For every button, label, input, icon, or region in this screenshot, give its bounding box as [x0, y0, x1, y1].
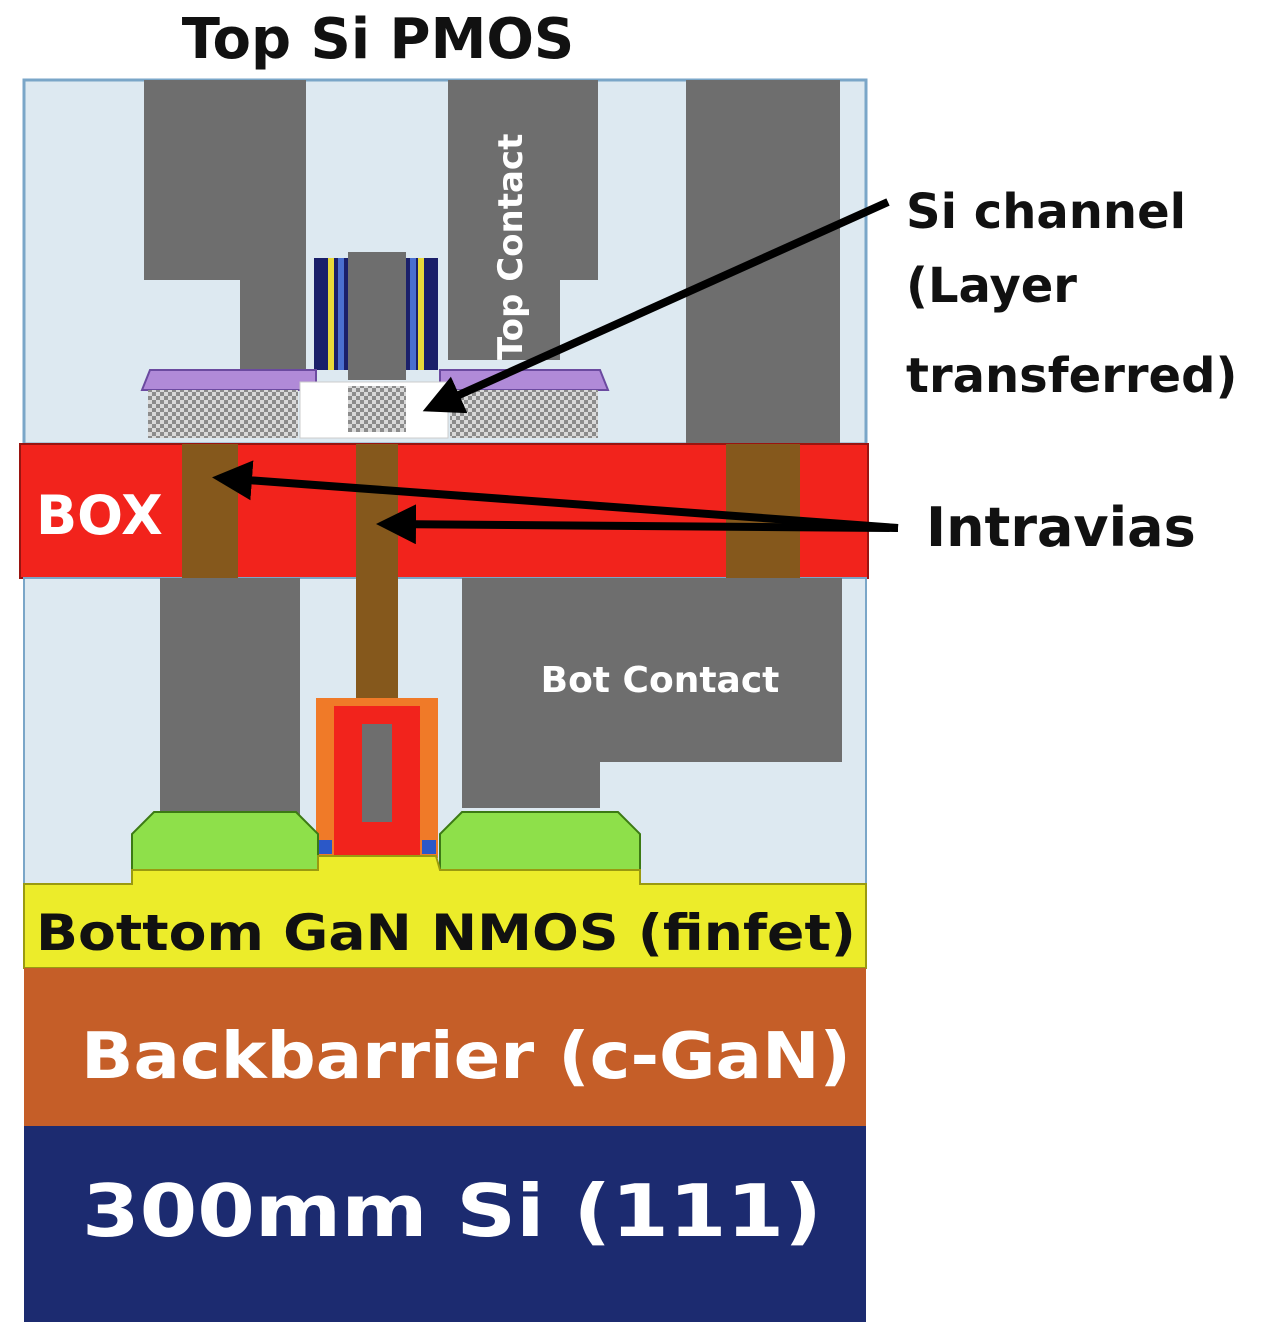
pmos-gate-metal	[348, 252, 406, 380]
substrate-layer	[24, 1126, 866, 1322]
nmos-source	[131, 811, 319, 871]
top-epi-left	[148, 390, 298, 438]
top-contact-label: Top Contact	[491, 134, 531, 360]
bot-contact-label: Bot Contact	[541, 660, 780, 701]
intravia-right	[726, 444, 800, 578]
nmos-gate-oxide-right	[422, 840, 436, 854]
intravias-label: Intravias	[926, 496, 1196, 559]
nmos-gate-oxide-left	[318, 840, 332, 854]
si-channel-label-line2: (Layer	[906, 258, 1077, 314]
top-left-contact	[144, 80, 306, 380]
top-epi-right	[450, 390, 598, 438]
box-label: BOX	[36, 484, 163, 547]
si-channel-label-line1: Si channel	[906, 184, 1186, 240]
intravia-arrow-center	[376, 504, 899, 545]
top-contact-bar	[448, 80, 598, 360]
nmos-drain	[439, 811, 641, 871]
bot-contact-bar	[462, 578, 842, 808]
silicide-left	[140, 369, 317, 391]
pmos-gate-liner-right	[418, 258, 424, 370]
bottom-nmos-label: Bottom GaN NMOS (finfet)	[36, 904, 856, 962]
substrate-label: 300mm Si (111)	[82, 1169, 822, 1253]
intravia-arrow-left	[212, 460, 899, 532]
si-channel-core	[348, 386, 406, 432]
backbarrier-layer	[24, 968, 866, 1126]
bottom-left-contact	[160, 578, 300, 818]
pmos-gate-liner-left	[328, 258, 334, 370]
pmos-gate-oxide-right	[410, 258, 416, 370]
backbarrier-label: Backbarrier (c-GaN)	[81, 1020, 851, 1094]
intravia-left	[182, 444, 238, 578]
pmos-gate-oxide-left	[338, 258, 344, 370]
si-channel-label-line3: transferred)	[906, 348, 1237, 404]
nmos-gate-metal	[362, 724, 392, 822]
silicide-right	[439, 369, 610, 391]
si-channel-arrow	[422, 198, 890, 414]
diagram-title: Top Si PMOS	[182, 7, 575, 72]
